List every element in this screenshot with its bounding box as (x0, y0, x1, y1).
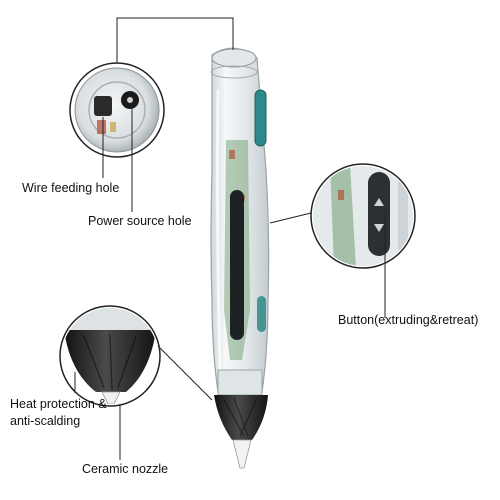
label-button: Button(extruding&retreat) (338, 313, 479, 327)
button-detail (368, 172, 390, 256)
wire-feeding-hole-detail (94, 96, 112, 116)
leader-nozzle-body (157, 345, 213, 401)
magnified-button-view (310, 163, 416, 269)
pen-top-cap (211, 48, 257, 68)
magnified-nozzle-view (59, 305, 161, 407)
label-ceramic-nozzle: Ceramic nozzle (82, 462, 169, 476)
leader-lines (74, 17, 386, 460)
label-power-source-hole: Power source hole (88, 214, 192, 228)
pen-ceramic-tip (232, 439, 252, 469)
label-wire-feeding-hole: Wire feeding hole (22, 181, 120, 195)
leader-button (269, 212, 312, 224)
label-heat-protection-2: anti-scalding (10, 414, 81, 428)
pen-window-slot (230, 190, 244, 340)
leader-top (116, 17, 234, 63)
pen-button (254, 89, 267, 147)
label-heat-protection-1: Heat protection & (10, 397, 107, 411)
magnified-cap-view (69, 62, 165, 158)
3d-pen (210, 47, 270, 469)
